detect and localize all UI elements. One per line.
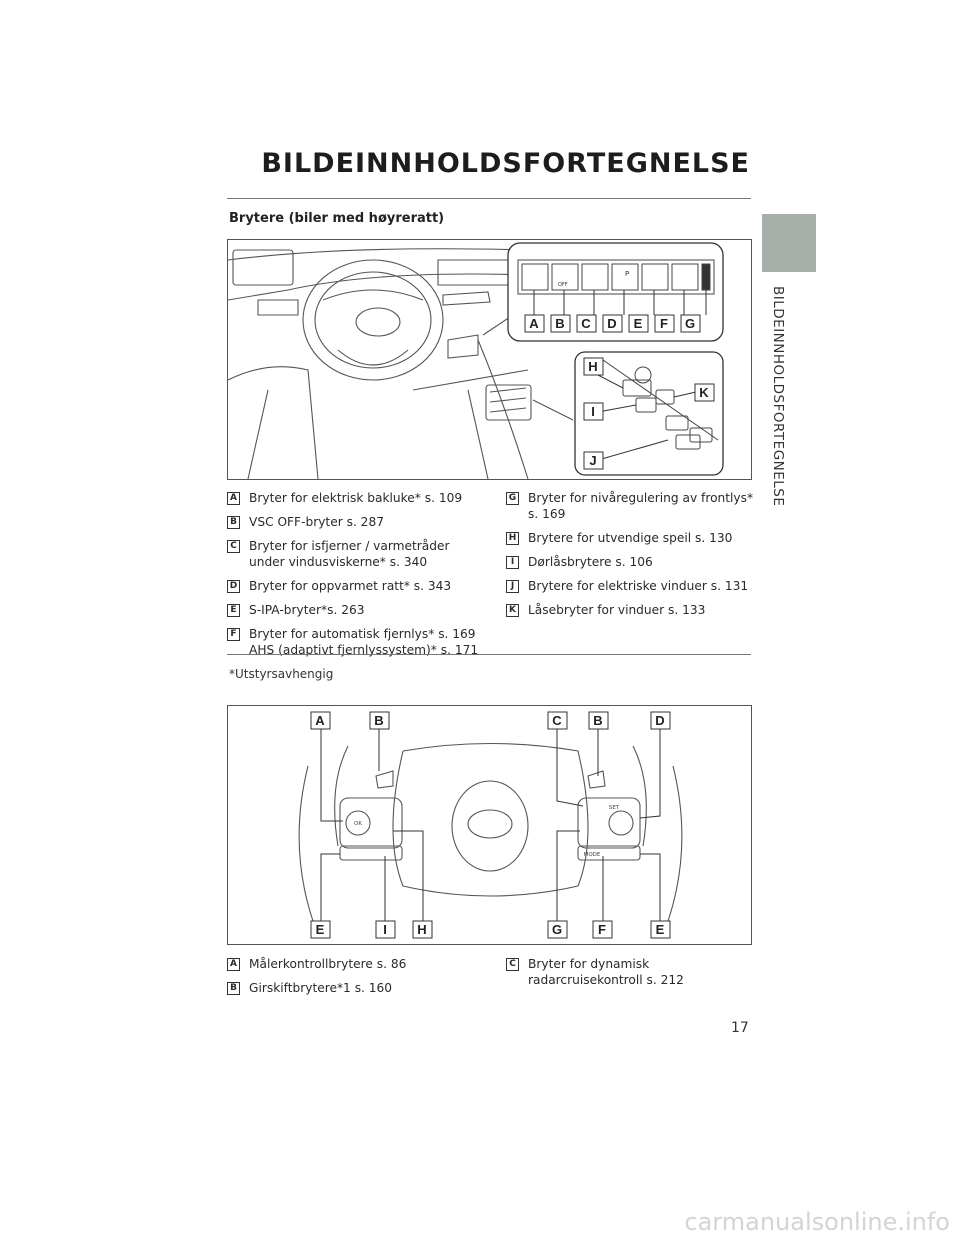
panel-label-off: OFF	[558, 282, 568, 288]
legend-text: Bryter for dynamisk radarcruisekontroll …	[528, 957, 684, 987]
legend-item-e: E S-IPA-bryter*s. 263	[227, 602, 482, 618]
title-rule	[227, 198, 751, 199]
steering-wheel-illustration: OK SET MODE	[227, 705, 752, 945]
legend-text: Låsebryter for vinduer s. 133	[528, 603, 706, 617]
callout-d: D	[607, 316, 616, 331]
legend-key: C	[227, 540, 240, 553]
legend-item-b: B Girskiftbrytere*1 s. 160	[227, 980, 482, 996]
legend-item-d: D Bryter for oppvarmet ratt* s. 343	[227, 578, 482, 594]
callout-b: B	[555, 316, 564, 331]
callout-h: H	[588, 359, 597, 374]
chapter-tab[interactable]	[762, 214, 816, 272]
legend-item-c: C Bryter for isfjerner / varmetråder unde…	[227, 538, 482, 570]
legend-text: Bryter for automatisk fjernlys* s. 169 A…	[249, 627, 479, 657]
wheel-callout-c: C	[552, 713, 562, 728]
legend-key: A	[227, 958, 240, 971]
legend-item-b: B VSC OFF-bryter s. 287	[227, 514, 482, 530]
legend-key: A	[227, 492, 240, 505]
dashboard-drawing: OFF P A B C D E F G	[228, 242, 724, 479]
wheel-callout-e2: E	[656, 922, 665, 937]
footnote: *Utstyrsavhengig	[229, 667, 334, 681]
legend-text: Bryter for isfjerner / varmetråder under…	[249, 539, 450, 569]
callout-c: C	[581, 316, 591, 331]
wheel-callout-d: D	[655, 713, 664, 728]
wheel-callout-i: I	[383, 922, 387, 937]
legend-item-h: H Brytere for utvendige speil s. 130	[506, 530, 756, 546]
legend-right-1: G Bryter for nivåregulering av frontlys* …	[506, 490, 756, 626]
legend-text: Bryter for nivåregulering av frontlys* s…	[528, 491, 754, 521]
button-label-mode: MODE	[584, 852, 601, 858]
callout-a: A	[529, 316, 539, 331]
legend-item-k: K Låsebryter for vinduer s. 133	[506, 602, 756, 618]
legend-text: Girskiftbrytere*1 s. 160	[249, 981, 393, 995]
wheel-callout-e: E	[316, 922, 325, 937]
panel-label-p: P	[625, 270, 629, 278]
legend-text: Målerkontrollbrytere s. 86	[249, 957, 407, 971]
legend-key: C	[506, 958, 519, 971]
legend-key: B	[227, 982, 240, 995]
button-label-set: SET	[609, 805, 620, 811]
legend-key: J	[506, 580, 519, 593]
legend-key: B	[227, 516, 240, 529]
legend-text: Dørlåsbrytere s. 106	[528, 555, 653, 569]
callout-j: J	[589, 453, 596, 468]
page-number: 17	[731, 1020, 749, 1036]
legend-text: Bryter for oppvarmet ratt* s. 343	[249, 579, 452, 593]
legend-key: E	[227, 604, 240, 617]
legend-key: D	[227, 580, 240, 593]
legend-left-2: A Målerkontrollbrytere s. 86 B Girskiftbry…	[227, 956, 482, 1004]
callout-g: G	[685, 316, 695, 331]
legend-text: Brytere for utvendige speil s. 130	[528, 531, 733, 545]
legend-key: F	[227, 628, 240, 641]
button-label-ok: OK	[354, 821, 362, 827]
legend-item-a: A Målerkontrollbrytere s. 86	[227, 956, 482, 972]
legend-item-j: J Brytere for elektriske vinduer s. 131	[506, 578, 756, 594]
legend-item-c: C Bryter for dynamisk radarcruisekontroll…	[506, 956, 756, 988]
wheel-callout-a: A	[315, 713, 325, 728]
legend-right-2: C Bryter for dynamisk radarcruisekontroll…	[506, 956, 756, 996]
legend-key: I	[506, 556, 519, 569]
callout-f: F	[660, 316, 668, 331]
section-heading: Brytere (biler med høyreratt)	[229, 211, 445, 226]
chapter-tab-label: BILDEINNHOLDSFORTEGNELSE	[770, 286, 786, 507]
callout-i: I	[591, 404, 595, 419]
callout-k: K	[699, 385, 709, 400]
legend-key: H	[506, 532, 519, 545]
steering-wheel-drawing: OK SET MODE	[298, 711, 683, 939]
wheel-callout-f: F	[598, 922, 606, 937]
legend-text: S-IPA-bryter*s. 263	[249, 603, 365, 617]
legend-text: Brytere for elektriske vinduer s. 131	[528, 579, 749, 593]
legend-item-a: A Bryter for elektrisk bakluke* s. 109	[227, 490, 482, 506]
page-title: BILDEINNHOLDSFORTEGNELSE	[261, 148, 750, 179]
dashboard-switch-illustration: OFF P A B C D E F G	[227, 239, 752, 480]
legend-item-f: F Bryter for automatisk fjernlys* s. 169 …	[227, 626, 482, 658]
callout-e: E	[634, 316, 643, 331]
legend-text: Bryter for elektrisk bakluke* s. 109	[249, 491, 463, 505]
wheel-callout-b2: B	[593, 713, 602, 728]
wheel-callout-b: B	[374, 713, 383, 728]
legend-key: K	[506, 604, 519, 617]
section-divider	[227, 654, 751, 655]
legend-item-g: G Bryter for nivåregulering av frontlys* …	[506, 490, 756, 522]
legend-text: VSC OFF-bryter s. 287	[249, 515, 384, 529]
legend-key: G	[506, 492, 519, 505]
wheel-callout-h: H	[417, 922, 426, 937]
wheel-callout-g: G	[552, 922, 562, 937]
watermark: carmanualsonline.info	[684, 1208, 950, 1236]
legend-item-i: I Dørlåsbrytere s. 106	[506, 554, 756, 570]
